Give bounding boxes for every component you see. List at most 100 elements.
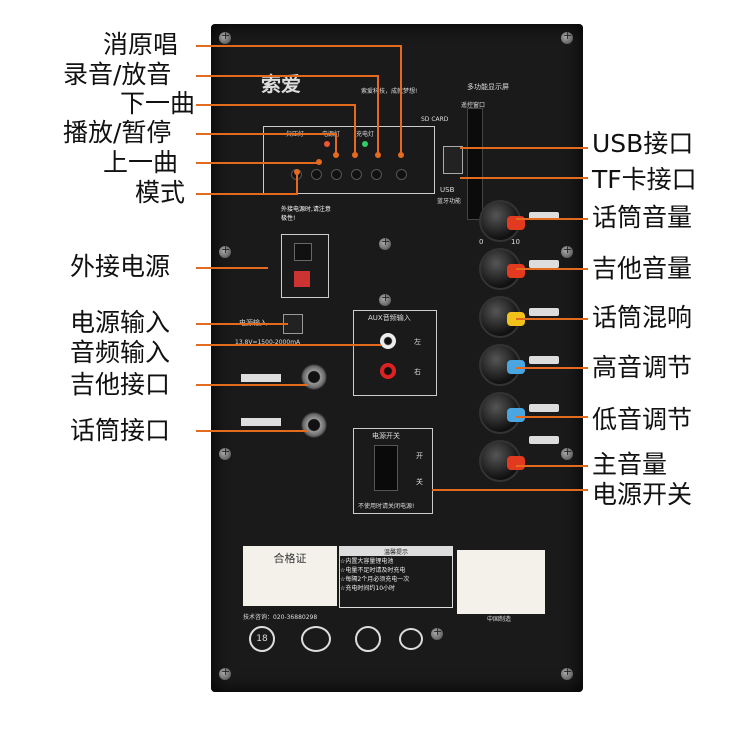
leader-dot [316, 159, 322, 165]
screw-icon [561, 445, 573, 460]
leader-line [196, 133, 337, 135]
leader-line [196, 75, 379, 77]
knob-label-plate [529, 260, 559, 268]
tip-line: ☆充电时间约10小时 [340, 585, 396, 592]
callout-record: 录音/放音 [63, 60, 172, 89]
terminal-black[interactable] [294, 243, 312, 261]
guitar-volume-knob[interactable] [479, 248, 525, 290]
screw-icon [219, 665, 231, 680]
led-label: 充电灯 [356, 131, 375, 138]
callout-bass: 低音调节 [592, 405, 693, 434]
leader-line [432, 489, 588, 491]
leader-dot [352, 152, 358, 158]
remote-label: 遥控窗口 [461, 102, 486, 109]
guitar-jack[interactable] [301, 364, 327, 390]
terminal-red[interactable] [294, 271, 310, 287]
callout-guitar-vol: 吉他音量 [592, 254, 693, 283]
switch-off-label: 关 [416, 478, 423, 486]
tropical-icon [355, 626, 381, 652]
leader-line [196, 193, 296, 195]
speaker-back-panel: 索爱 索爱科技，成就梦想! 多功能显示屏 遥控窗口 SD CARD USB 蓝牙… [211, 24, 583, 692]
knob-label-plate [529, 212, 559, 220]
control-button-strip: 欠压灯 电源灯 充电灯 [263, 126, 435, 194]
callout-mic-echo: 话筒混响 [592, 303, 693, 332]
sd-card-label: SD CARD [421, 116, 449, 123]
callout-next: 下一曲 [120, 89, 196, 118]
ccc-icon [399, 628, 423, 650]
mic-jack[interactable] [301, 412, 327, 438]
master-volume-knob[interactable] [479, 440, 525, 482]
switch-on-label: 开 [416, 452, 423, 460]
prev-button[interactable] [311, 169, 322, 180]
brand-logo: 索爱 [261, 72, 301, 96]
charge-led [362, 141, 368, 147]
power-led [324, 141, 330, 147]
callout-treble: 高音调节 [592, 353, 693, 382]
callout-tf: TF卡接口 [592, 165, 697, 194]
leader-line [196, 104, 356, 106]
aux-left-label: 左 [414, 338, 421, 346]
leader-dot [333, 152, 339, 158]
callout-ext-power: 外接电源 [70, 252, 171, 281]
tip-box: 温馨提示 ☆内置大容量锂电池 ☆电量不足时请及时充电 ☆每隔2个月必须充电一次 … [339, 546, 453, 608]
tip-line: ☆每隔2个月必须充电一次 [340, 576, 410, 583]
leader-line [460, 177, 588, 179]
aux-left-jack[interactable] [380, 333, 396, 349]
hotline: 技术咨询：020-36880298 [243, 614, 318, 621]
screw-icon [561, 29, 573, 44]
leader-line [196, 430, 308, 432]
bass-knob[interactable] [479, 392, 525, 434]
leader-line [400, 45, 402, 155]
guitar-label-plate [241, 374, 281, 382]
power-switch[interactable] [374, 445, 398, 491]
callout-master: 主音量 [592, 450, 668, 479]
leader-line [196, 323, 288, 325]
ext-power-terminal [281, 234, 329, 298]
leader-line [516, 218, 588, 220]
knob-label-plate [529, 404, 559, 412]
screw-icon [561, 243, 573, 258]
slogan: 索爱科技，成就梦想! [361, 88, 418, 95]
made-in: 中国制造 [487, 616, 512, 623]
age-18-icon: 18 [249, 626, 275, 652]
callout-mic-jack: 话筒接口 [70, 416, 171, 445]
tip-title: 温馨提示 [340, 547, 452, 556]
record-button[interactable] [371, 169, 382, 180]
certificate-sticker: 合格证 [243, 546, 337, 606]
play-pause-button[interactable] [331, 169, 342, 180]
aux-right-jack[interactable] [380, 363, 396, 379]
knob-scale-max: 10 [511, 238, 520, 246]
screw-icon [219, 445, 231, 460]
tip-line: ☆内置大容量锂电池 [340, 558, 394, 565]
knob-label-plate [529, 308, 559, 316]
mute-vocal-button[interactable] [396, 169, 407, 180]
aux-box: AUX音频输入 左 右 [353, 310, 437, 396]
power-spec: 13.8V=1500-2000mA [235, 339, 301, 346]
mic-volume-knob[interactable] [479, 200, 525, 242]
usb-port[interactable] [443, 146, 463, 174]
callout-audio-in: 音频输入 [70, 338, 171, 367]
power-switch-box: 电源开关 开 关 不使用时请关闭电源! [353, 428, 433, 514]
usb-label: USB [440, 186, 455, 194]
leader-line [460, 147, 588, 149]
callout-power-switch: 电源开关 [592, 480, 693, 509]
leader-line [196, 267, 268, 269]
leader-line [196, 45, 402, 47]
screw-icon [219, 29, 231, 44]
leader-dot [398, 152, 404, 158]
leader-line [516, 465, 588, 467]
mic-echo-knob[interactable] [479, 296, 525, 338]
mic-label-plate [241, 418, 281, 426]
screw-icon [379, 291, 391, 306]
bt-label: 蓝牙功能 [437, 198, 462, 205]
multi-display [467, 108, 483, 220]
leader-line [377, 75, 379, 155]
knob-scale-min: 0 [479, 238, 484, 246]
altitude-icon [301, 626, 331, 652]
ext-power-warning: 外接电源时,请注意极性! [281, 206, 331, 222]
callout-mic-vol: 话筒音量 [592, 203, 693, 232]
aux-label: AUX音频输入 [368, 314, 411, 322]
treble-knob[interactable] [479, 344, 525, 386]
leader-line [196, 344, 381, 346]
next-button[interactable] [351, 169, 362, 180]
